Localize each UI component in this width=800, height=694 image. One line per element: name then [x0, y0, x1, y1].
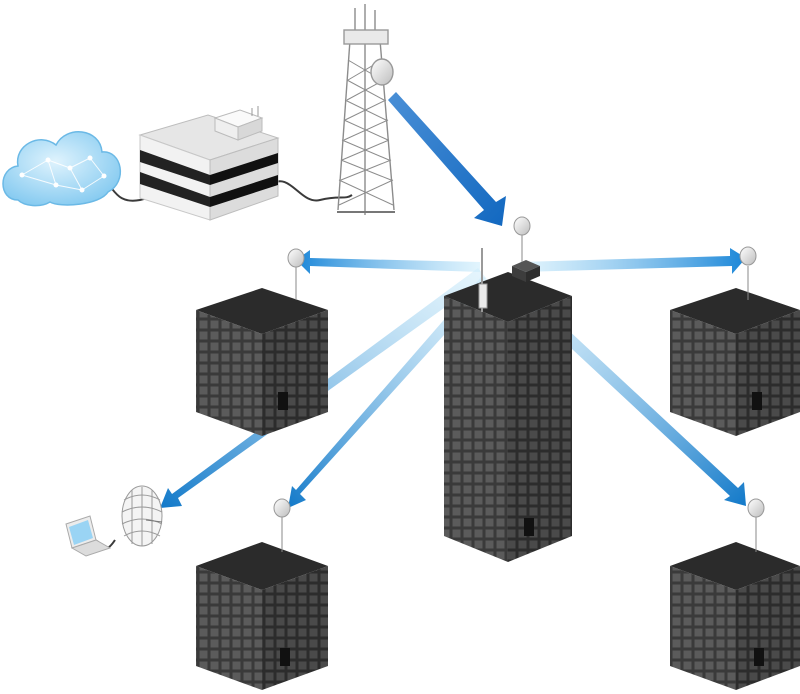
cell-tower-icon [337, 4, 395, 215]
server-building-icon [138, 106, 280, 221]
grid-antenna-icon [121, 485, 163, 547]
tower-to-hub-link [388, 92, 506, 226]
office-building-lower-left [196, 498, 328, 690]
link-upper-right [520, 248, 746, 274]
office-building-upper-right [670, 246, 800, 436]
central-skyscraper-icon [444, 216, 572, 562]
tower-cable [269, 180, 353, 202]
office-building-lower-right [670, 498, 800, 690]
link-upper-left [296, 250, 480, 274]
office-building-upper-left [196, 248, 328, 436]
cloud-network-icon [2, 131, 122, 207]
link-lower-left [288, 276, 492, 508]
laptop-icon [65, 515, 112, 557]
